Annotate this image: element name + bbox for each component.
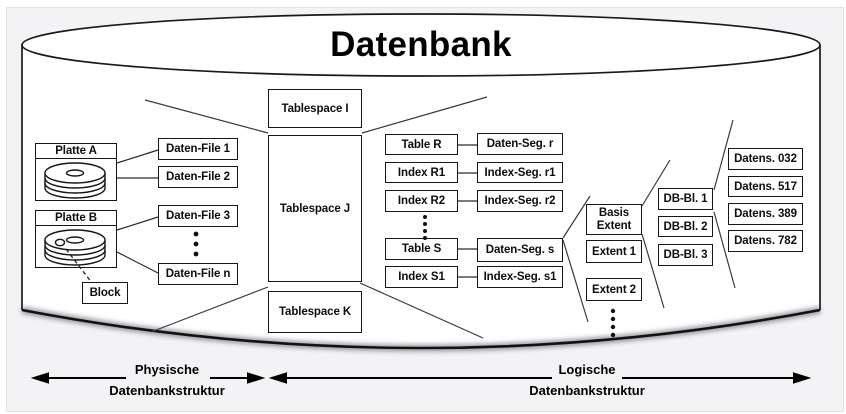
index-r2-box: Index R2 xyxy=(385,190,458,212)
tablespace-j-box: Tablespace J xyxy=(268,135,362,282)
daten-file-3-box: Daten-File 3 xyxy=(158,205,238,227)
index-seg-r1-box: Index-Seg. r1 xyxy=(477,162,563,183)
legend-logical-line1: Logische xyxy=(558,362,616,377)
diagram-title: Datenbank xyxy=(330,25,512,64)
table-r-box: Table R xyxy=(385,134,458,155)
db-block-2-box: DB-Bl. 2 xyxy=(658,216,713,237)
index-r1-box: Index R1 xyxy=(385,162,458,183)
daten-file-1-box: Daten-File 1 xyxy=(158,138,238,160)
daten-file-n-box: Daten-File n xyxy=(158,263,238,285)
daten-seg-s-box: Daten-Seg. s xyxy=(477,238,563,262)
tablespace-i-box: Tablespace I xyxy=(268,89,362,128)
ellipsis-dots-icon xyxy=(423,215,427,240)
block-box: Block xyxy=(82,282,128,304)
index-seg-r2-box: Index-Seg. r2 xyxy=(477,190,563,212)
disk-box-platte-a: Platte A xyxy=(35,143,117,201)
db-block-1-box: DB-Bl. 1 xyxy=(658,188,713,210)
record-517-box: Datens. 517 xyxy=(728,176,803,197)
disk-box-platte-b: Platte B xyxy=(35,210,117,268)
ellipsis-dots-icon xyxy=(193,231,199,257)
tablespace-k-box: Tablespace K xyxy=(268,291,362,333)
record-032-box: Datens. 032 xyxy=(728,148,803,170)
basis-extent-line2: Extent xyxy=(596,219,632,232)
db-block-3-box: DB-Bl. 3 xyxy=(658,244,713,266)
basis-extent-line1: Basis xyxy=(598,207,630,219)
record-782-box: Datens. 782 xyxy=(728,230,803,252)
ellipsis-dots-icon xyxy=(610,308,616,338)
table-s-box: Table S xyxy=(385,238,458,260)
legend-physical-line2: Datenbankstruktur xyxy=(109,383,225,398)
disk-label-platte-b: Platte B xyxy=(36,211,116,226)
daten-seg-r-box: Daten-Seg. r xyxy=(477,133,563,155)
index-seg-s1-box: Index-Seg. s1 xyxy=(477,266,563,288)
legend-physical-line1: Physische xyxy=(134,362,200,377)
extent-2-box: Extent 2 xyxy=(586,278,642,301)
disk-label-platte-a: Platte A xyxy=(36,144,116,159)
basis-extent-box: Basis Extent xyxy=(586,204,642,235)
daten-file-2-box: Daten-File 2 xyxy=(158,166,238,188)
extent-1-box: Extent 1 xyxy=(586,240,642,263)
index-s1-box: Index S1 xyxy=(385,266,458,288)
legend-logical-line2: Datenbankstruktur xyxy=(529,383,645,398)
record-389-box: Datens. 389 xyxy=(728,203,803,225)
